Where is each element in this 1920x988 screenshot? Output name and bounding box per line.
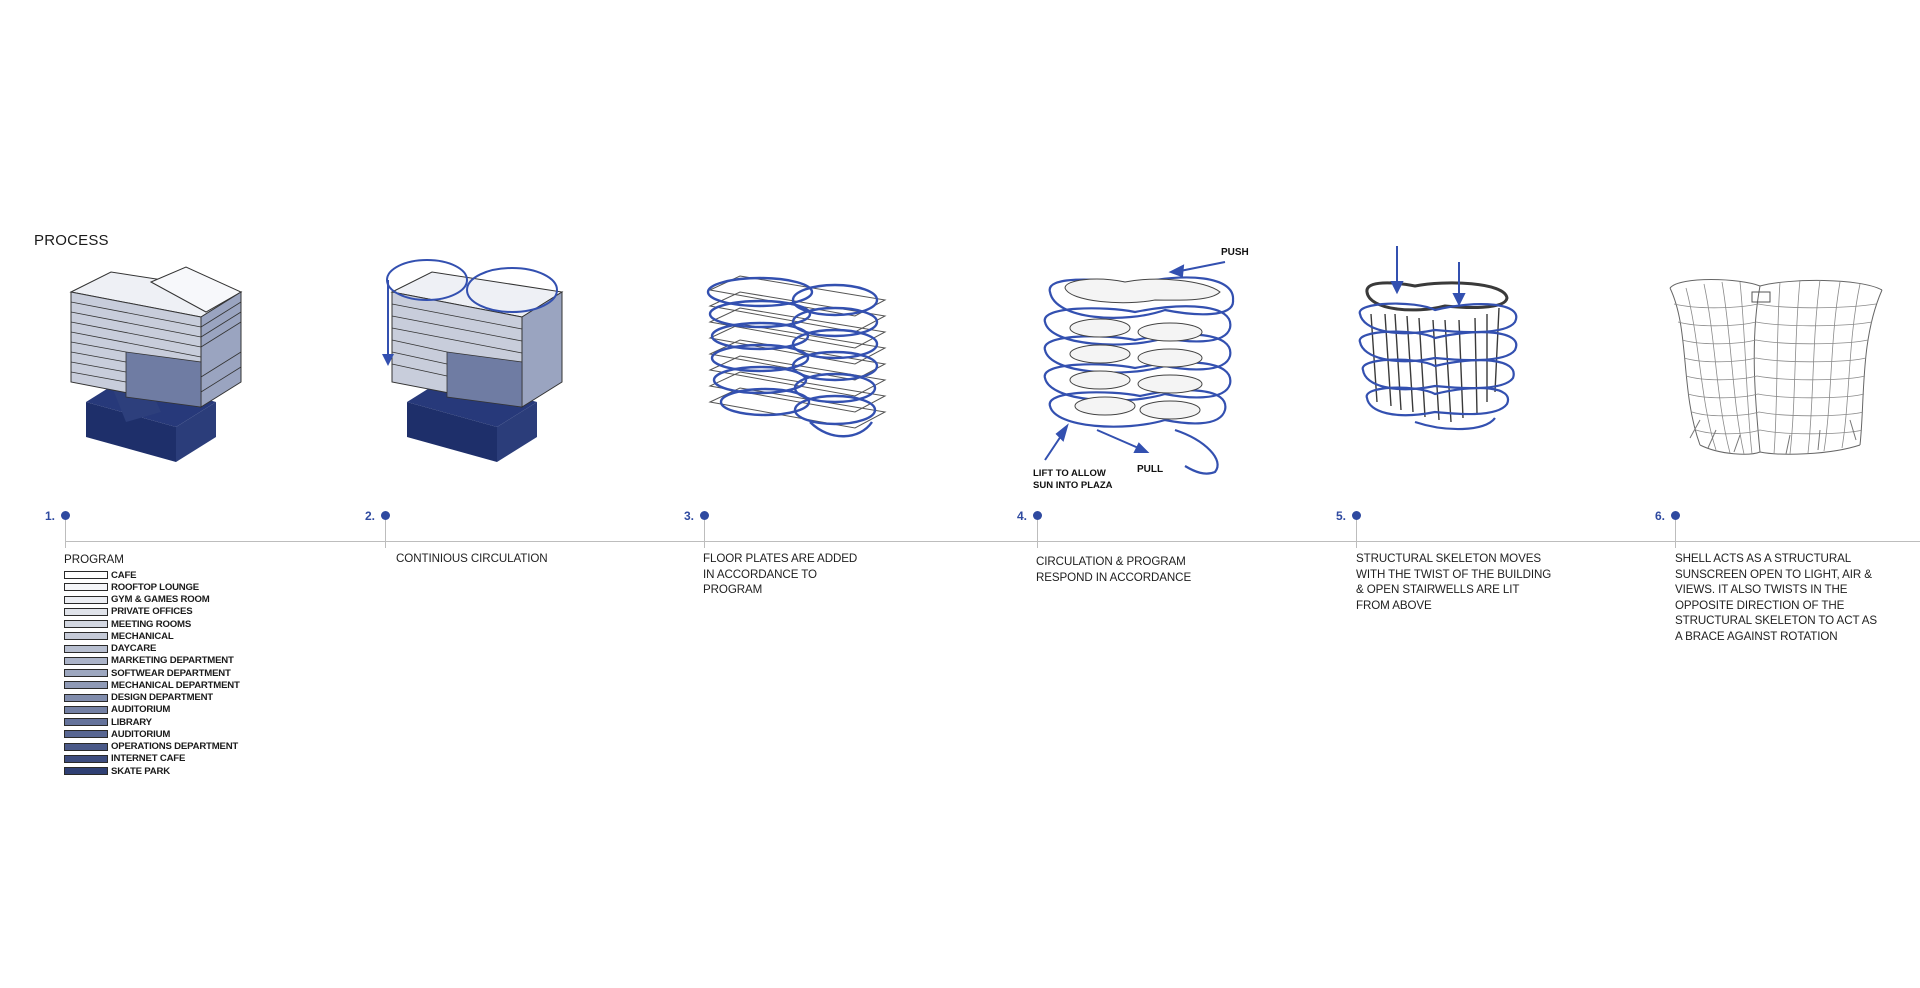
legend-label: INTERNET CAFE (111, 753, 186, 765)
legend-label: SOFTWEAR DEPARTMENT (111, 667, 231, 679)
structural-skeleton-drawing (1358, 246, 1518, 431)
legend-swatch (64, 595, 108, 604)
legend-swatch (64, 730, 108, 739)
legend-item: MEETING ROOMS (64, 618, 240, 630)
step-number-5: 5. (1335, 509, 1346, 523)
legend-label: DESIGN DEPARTMENT (111, 692, 213, 704)
legend-swatch (64, 583, 108, 592)
shell-drawing (1669, 279, 1883, 455)
legend-swatch (64, 718, 108, 727)
legend-swatch (64, 705, 108, 714)
lift-label-line2: SUN INTO PLAZA (1033, 480, 1113, 490)
step-dot-4 (1033, 511, 1042, 520)
legend-item: LIBRARY (64, 716, 240, 728)
step-marker-5: 5. (1306, 504, 1366, 548)
legend-label: CAFE (111, 569, 137, 581)
lift-label-line1: LIFT TO ALLOW (1033, 468, 1106, 479)
legend-label: MEETING ROOMS (111, 618, 192, 630)
step-number-2: 2. (364, 509, 375, 523)
legend-item: CAFE (64, 569, 240, 581)
legend-swatch (64, 742, 108, 751)
legend-swatch (64, 669, 108, 678)
legend-label: DAYCARE (111, 643, 157, 655)
step-number-3: 3. (683, 509, 694, 523)
step-dot-2 (381, 511, 390, 520)
step-number-1: 1. (44, 509, 55, 523)
legend-item: AUDITORIUM (64, 704, 240, 716)
pull-label: PULL (1137, 464, 1163, 475)
legend-label: PRIVATE OFFICES (111, 606, 193, 618)
legend-item: MECHANICAL DEPARTMENT (64, 679, 240, 691)
legend-item: DAYCARE (64, 643, 240, 655)
step-dot-3 (700, 511, 709, 520)
legend-item: SOFTWEAR DEPARTMENT (64, 667, 240, 679)
legend-item: DESIGN DEPARTMENT (64, 692, 240, 704)
step-marker-2: 2. (335, 504, 395, 548)
circulation-drawing (382, 259, 564, 462)
caption-step-6: SHELL ACTS AS A STRUCTURAL SUNSCREEN OPE… (1675, 552, 1877, 643)
caption-step-2: CONTINIOUS CIRCULATION (396, 552, 548, 565)
legend-swatch (64, 620, 108, 629)
legend-swatch (64, 607, 108, 616)
program-massing-drawing (69, 266, 243, 462)
legend-item: GYM & GAMES ROOM (64, 594, 240, 606)
legend-label: AUDITORIUM (111, 728, 171, 740)
legend-label: GYM & GAMES ROOM (111, 594, 210, 606)
legend-label: ROOFTOP LOUNGE (111, 581, 199, 593)
legend-item: INTERNET CAFE (64, 753, 240, 765)
legend-item: MECHANICAL (64, 630, 240, 642)
legend-swatch (64, 754, 108, 763)
step-marker-3: 3. (654, 504, 714, 548)
push-label: PUSH (1221, 247, 1249, 258)
legend-swatch (64, 644, 108, 653)
program-heading: PROGRAM (64, 553, 124, 566)
step-number-4: 4. (1016, 509, 1027, 523)
legend-item: AUDITORIUM (64, 728, 240, 740)
step-dot-6 (1671, 511, 1680, 520)
legend-swatch (64, 693, 108, 702)
floor-plates-drawing (706, 275, 887, 438)
legend-item: PRIVATE OFFICES (64, 606, 240, 618)
legend-label: MARKETING DEPARTMENT (111, 655, 234, 667)
legend-item: SKATE PARK (64, 765, 240, 777)
legend-swatch (64, 571, 108, 580)
circulation-program-drawing: PUSH PULL LIFT TO ALLOW SUN INTO PLAZA (1033, 247, 1249, 490)
caption-step-3: FLOOR PLATES ARE ADDED IN ACCORDANCE TO … (703, 552, 858, 596)
legend-label: LIBRARY (111, 716, 152, 728)
legend-swatch (64, 681, 108, 690)
step-number-6: 6. (1654, 509, 1665, 523)
step-marker-1: 1. (15, 504, 75, 548)
legend-item: MARKETING DEPARTMENT (64, 655, 240, 667)
legend-item: ROOFTOP LOUNGE (64, 581, 240, 593)
legend-swatch (64, 767, 108, 776)
legend-swatch (64, 656, 108, 665)
legend-item: OPERATIONS DEPARTMENT (64, 741, 240, 753)
page-title: PROCESS (34, 232, 109, 249)
timeline-axis (66, 541, 1920, 542)
legend-label: MECHANICAL DEPARTMENT (111, 679, 240, 691)
step-marker-4: 4. (987, 504, 1047, 548)
legend-swatch (64, 632, 108, 641)
step-dot-5 (1352, 511, 1361, 520)
caption-step-4: CIRCULATION & PROGRAM RESPOND IN ACCORDA… (1036, 555, 1192, 584)
legend-label: SKATE PARK (111, 765, 170, 777)
step-marker-6: 6. (1625, 504, 1685, 548)
caption-step-5: STRUCTURAL SKELETON MOVES WITH THE TWIST… (1356, 552, 1552, 612)
legend-label: MECHANICAL (111, 630, 174, 642)
step-dot-1 (61, 511, 70, 520)
legend-label: AUDITORIUM (111, 704, 171, 716)
legend-label: OPERATIONS DEPARTMENT (111, 741, 239, 753)
